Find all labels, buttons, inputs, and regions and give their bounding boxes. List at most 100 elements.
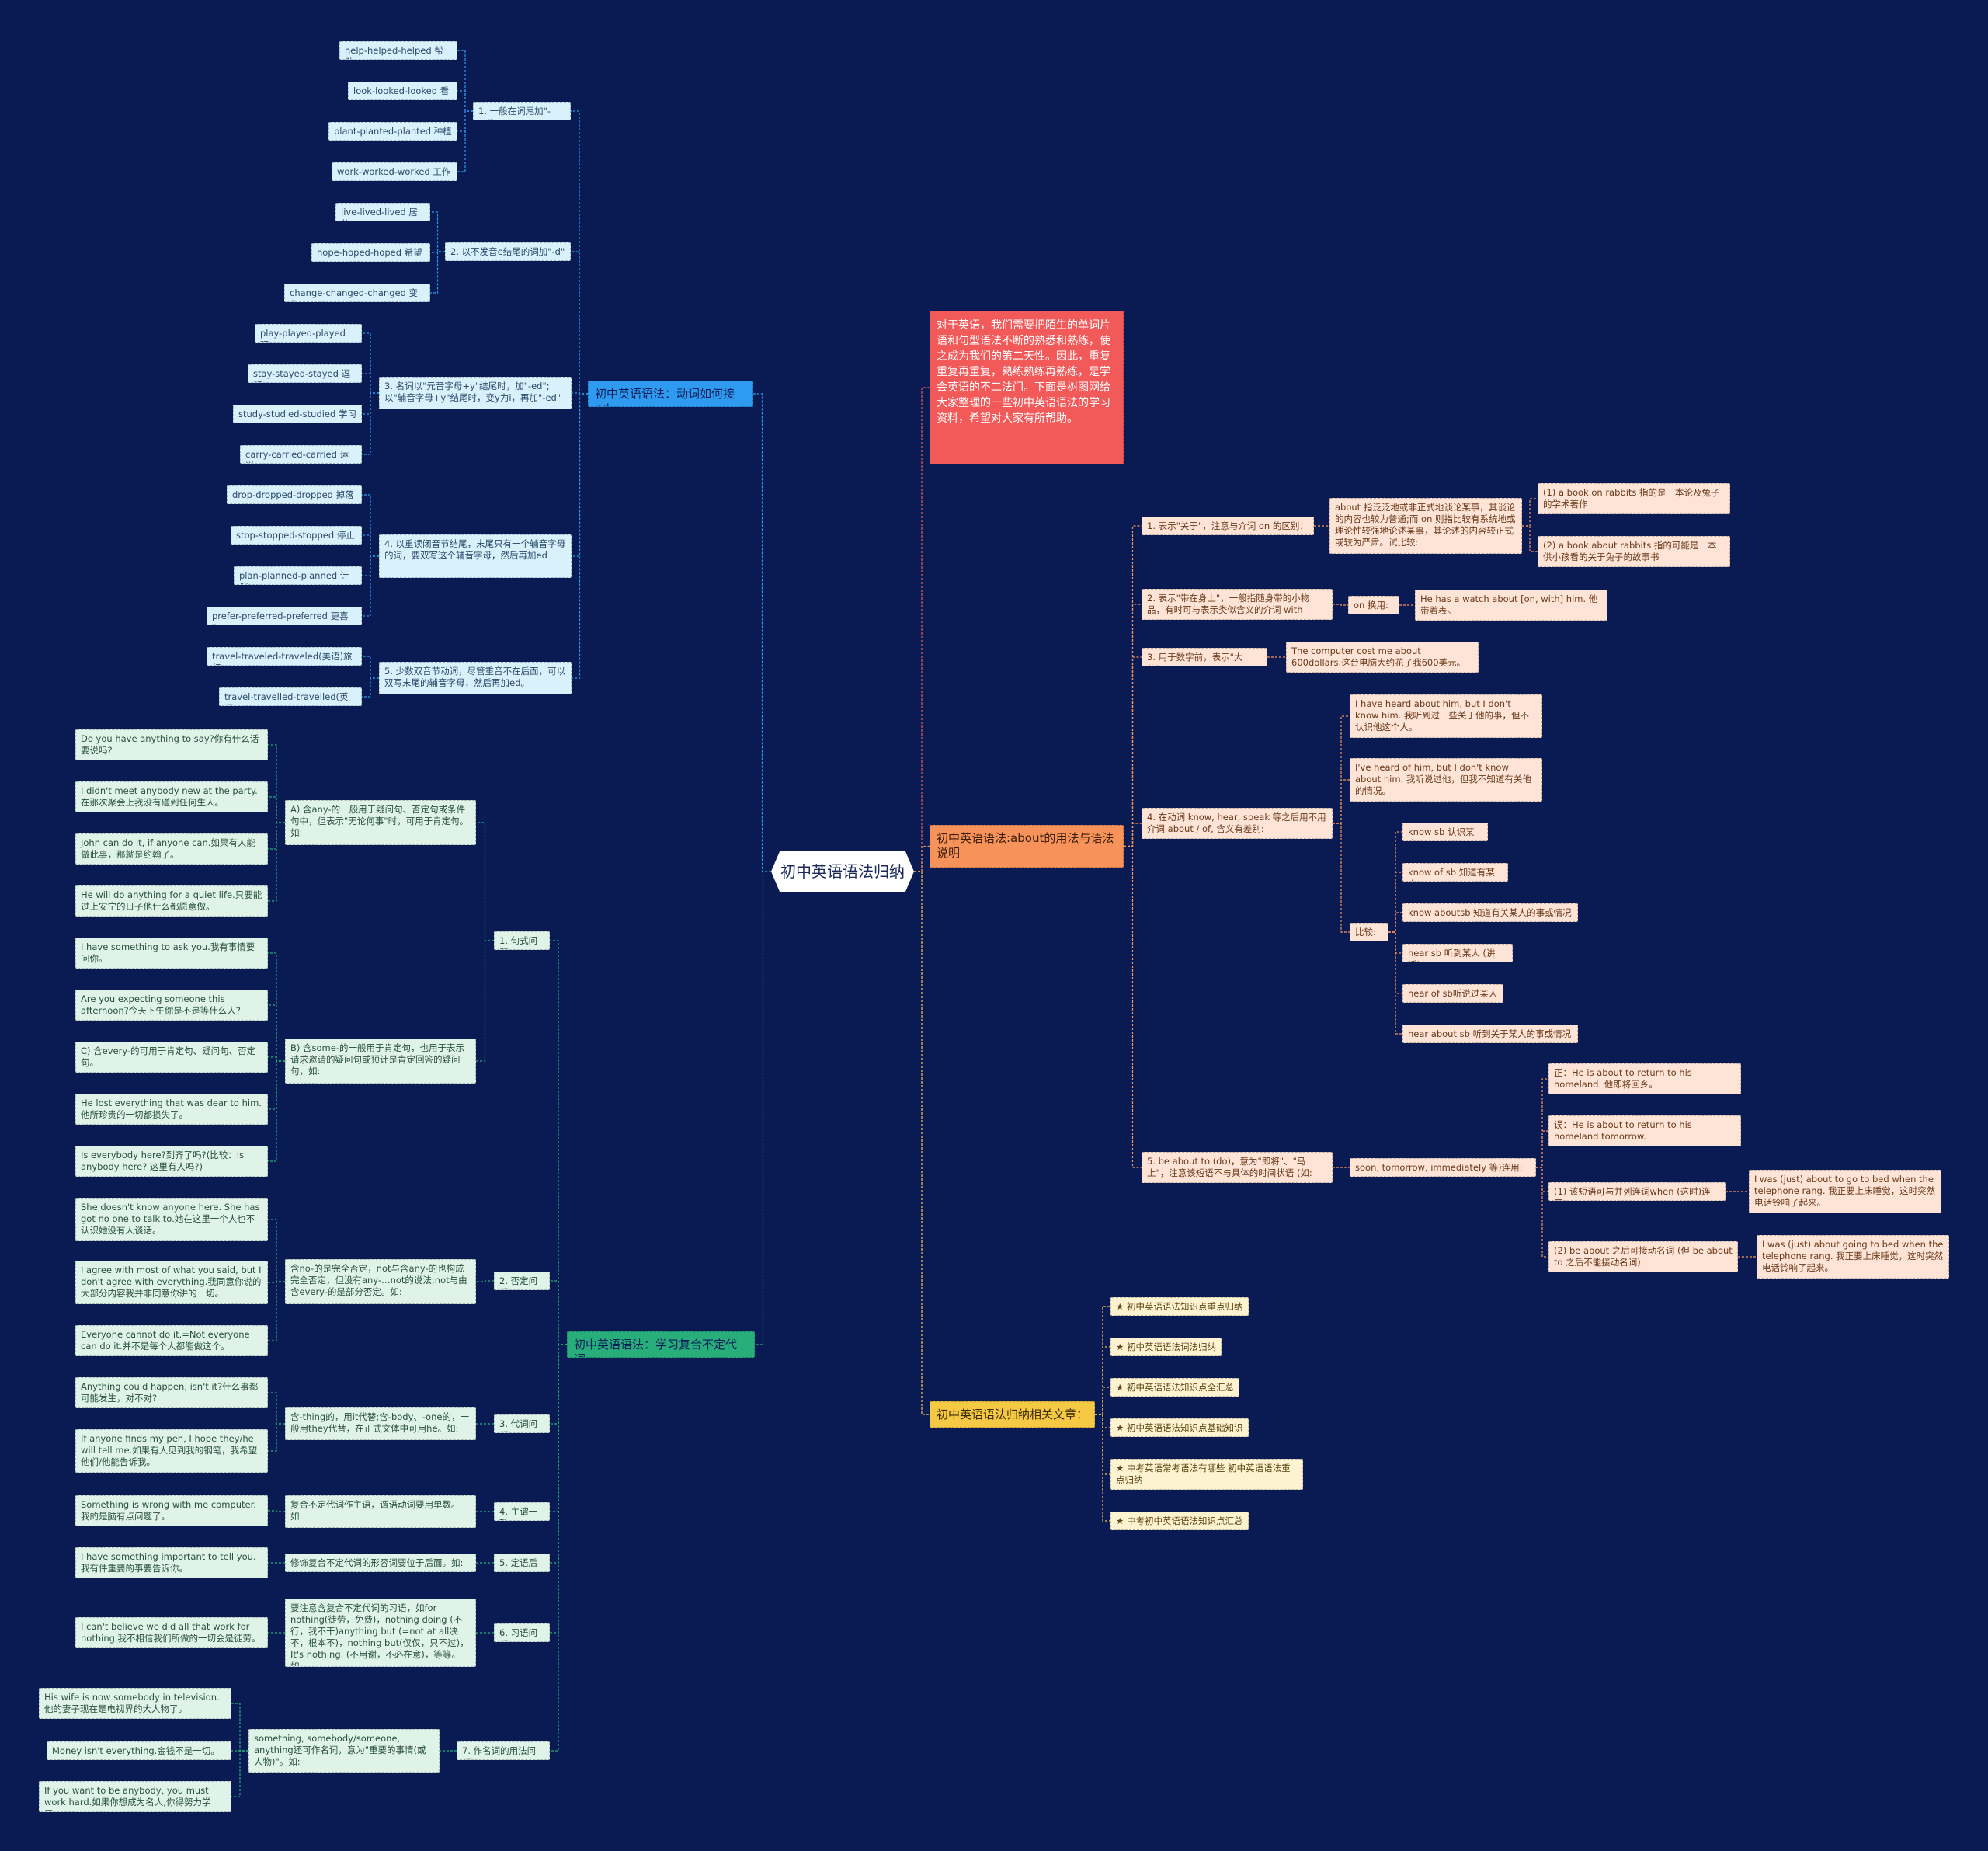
about-detail[interactable]: 比较:	[1350, 923, 1388, 941]
pron-example[interactable]: Is everybody here?到齐了吗?(比较：Is anybody he…	[75, 1146, 268, 1177]
ed-example[interactable]: live-lived-lived 居住	[335, 203, 430, 221]
related-link[interactable]: ★ 初中英语语法知识点全汇总	[1110, 1378, 1239, 1397]
pron-topic[interactable]: 1. 句式问题	[494, 931, 550, 950]
pron-example[interactable]: C) 含every-的可用于肯定句、疑问句、否定句。	[75, 1042, 268, 1073]
ed-example[interactable]: prefer-preferred-preferred 更喜欢	[207, 607, 362, 625]
about-detail[interactable]: hear about sb 听到关于某人的事或情况	[1402, 1025, 1578, 1043]
related-link[interactable]: ★ 中考英语常考语法有哪些 初中英语语法重点归纳	[1110, 1459, 1303, 1490]
about-point[interactable]: 5. be about to (do)，意为"即将"、"马上"，注意该短语不与具…	[1142, 1152, 1333, 1183]
ed-example[interactable]: work-worked-worked 工作	[332, 162, 457, 181]
connector	[1388, 931, 1402, 994]
pron-example[interactable]: He lost everything that was dear to him.…	[75, 1094, 268, 1125]
ed-rule[interactable]: 5. 少数双音节动词，尽管重音不在后面，可以双写末尾的辅音字母，然后再加ed。	[379, 662, 572, 694]
about-detail[interactable]: hear of sb听说过某人	[1402, 984, 1503, 1003]
pron-topic[interactable]: 2. 否定问题	[494, 1272, 550, 1290]
about-detail[interactable]: I have heard about him, but I don't know…	[1350, 694, 1542, 738]
pron-example[interactable]: Money isn't everything.金钱不是一切。	[47, 1741, 231, 1760]
ed-rule[interactable]: 1. 一般在词尾加"-ed"	[473, 102, 571, 120]
about-detail[interactable]: (1) a book on rabbits 指的是一本论及兔子的学术著作	[1538, 483, 1730, 514]
about-detail[interactable]: know sb 认识某人	[1402, 823, 1488, 841]
pron-topic[interactable]: 7. 作名词的用法问题	[457, 1741, 550, 1760]
pron-example[interactable]: She doesn't know anyone here. She has go…	[75, 1198, 268, 1241]
pron-topic[interactable]: 3. 代词问题	[494, 1414, 550, 1433]
branch-ed[interactable]: 初中英语语法：动词如何接ed	[588, 381, 753, 407]
pron-example[interactable]: Are you expecting someone this afternoon…	[75, 990, 268, 1021]
about-point[interactable]: 3. 用于数字前，表示"大约"：	[1142, 648, 1267, 666]
about-detail[interactable]: about 指泛泛地或非正式地谈论某事，其谈论的内容也较为普通;而 on 则指比…	[1329, 498, 1522, 554]
about-detail[interactable]: He has a watch about [on, with] him. 他带着…	[1415, 590, 1607, 621]
about-point[interactable]: 2. 表示"带在身上"，一般指随身带的小物品，有时可与表示类似含义的介词 wit…	[1142, 589, 1333, 620]
pron-example[interactable]: I didn't meet anybody new at the party.在…	[75, 781, 268, 812]
pron-topic[interactable]: 4. 主谓一致	[494, 1502, 550, 1521]
about-point[interactable]: 4. 在动词 know, hear, speak 等之后用不用介词 about …	[1142, 808, 1333, 839]
pron-example[interactable]: If you want to be anybody, you must work…	[39, 1781, 231, 1812]
ed-example[interactable]: help-helped-helped 帮助	[339, 41, 457, 60]
related-link[interactable]: ★ 初中英语语法知识点重点归纳	[1110, 1297, 1249, 1316]
about-detail[interactable]: (2) a book about rabbits 指的可能是一本供小孩看的关于兔…	[1538, 536, 1730, 567]
ed-rule[interactable]: 2. 以不发音e结尾的词加"-d"	[445, 242, 571, 261]
pron-rule[interactable]: 复合不定代词作主语，谓语动词要用单数。如:	[285, 1495, 476, 1528]
about-detail[interactable]: hear sb 听到某人 (讲话)	[1402, 944, 1513, 962]
ed-example[interactable]: plant-planted-planted 种植	[328, 122, 457, 141]
pron-rule[interactable]: A) 含any-的一般用于疑问句、否定句或条件句中，但表示"无论何事"时，可用于…	[285, 800, 476, 845]
related-link[interactable]: ★ 初中英语语法词法归纳	[1110, 1338, 1222, 1356]
ed-example[interactable]: travel-traveled-traveled(美语)旅行	[207, 647, 362, 666]
ed-example[interactable]: look-looked-looked 看	[348, 82, 457, 100]
about-detail[interactable]: know aboutsb 知道有关某人的事或情况	[1402, 903, 1578, 922]
pron-example[interactable]: Something is wrong with me computer.我的是脑…	[75, 1495, 268, 1526]
ed-example[interactable]: travel-travelled-travelled(英语)	[219, 687, 362, 706]
about-detail[interactable]: (1) 该短语可与并列连词when (这时)连用:	[1548, 1182, 1726, 1201]
pron-rule[interactable]: 含no-的是完全否定，not与含any-的也构成完全否定，但没有any-…not…	[285, 1259, 476, 1304]
branch-pron[interactable]: 初中英语语法：学习复合不定代词	[567, 1331, 755, 1358]
pron-example[interactable]: John can do it, if anyone can.如果有人能做此事，那…	[75, 833, 268, 865]
about-detail[interactable]: on 换用:	[1348, 596, 1399, 614]
ed-example[interactable]: hope-hoped-hoped 希望	[311, 243, 430, 262]
related-link[interactable]: ★ 中考初中英语语法知识点汇总	[1110, 1512, 1249, 1530]
pron-example[interactable]: Do you have anything to say?你有什么话要说吗?	[75, 729, 268, 760]
pron-rule[interactable]: 含-thing的，用it代替;含-body、-one的，一般用they代替，在正…	[285, 1407, 476, 1440]
about-detail[interactable]: (2) be about 之后可接动名词 (但 be about to 之后不能…	[1548, 1241, 1738, 1272]
branch-about[interactable]: 初中英语语法:about的用法与语法说明	[930, 825, 1124, 868]
pron-example[interactable]: He will do anything for a quiet life.只要能…	[75, 885, 268, 917]
ed-example[interactable]: drop-dropped-dropped 掉落	[227, 485, 362, 504]
pron-example[interactable]: I have something important to tell you.我…	[75, 1547, 268, 1578]
ed-rule[interactable]: 3. 名词以"元音字母+y"结尾时，加"-ed";以"辅音字母+y"结尾时，变y…	[379, 377, 572, 409]
pron-example[interactable]: Everyone cannot do it.=Not everyone can …	[75, 1325, 268, 1356]
about-detail[interactable]: know of sb 知道有某人	[1402, 863, 1508, 882]
about-detail[interactable]: The computer cost me about 600dollars.这台…	[1286, 642, 1479, 673]
ed-example[interactable]: play-played-played 玩	[255, 324, 362, 343]
connector	[231, 1703, 248, 1752]
related-link[interactable]: ★ 初中英语语法知识点基础知识	[1110, 1418, 1249, 1437]
pron-example[interactable]: I have something to ask you.我有事情要问你。	[75, 938, 268, 969]
pron-rule[interactable]: B) 含some-的一般用于肯定句，也用于表示请求邀请的疑问句或预计是肯定回答的…	[285, 1039, 476, 1084]
pron-example[interactable]: Anything could happen, isn't it?什么事都可能发生…	[75, 1377, 268, 1408]
root-topic[interactable]: 初中英语语法归纳	[771, 851, 914, 892]
pron-example[interactable]: His wife is now somebody in television.他…	[39, 1688, 231, 1719]
about-point[interactable]: 1. 表示"关于"，注意与介词 on 的区别：	[1142, 517, 1314, 535]
connector	[753, 393, 771, 872]
ed-example[interactable]: carry-carried-carried 运送	[240, 445, 362, 464]
ed-example[interactable]: stay-stayed-stayed 逗留	[248, 364, 362, 383]
pron-topic[interactable]: 5. 定语后置	[494, 1554, 550, 1572]
pron-rule[interactable]: something, somebody/someone, anything还可作…	[248, 1729, 440, 1773]
branch-related[interactable]: 初中英语语法归纳相关文章：	[930, 1401, 1095, 1428]
about-detail[interactable]: 误：He is about to return to his homeland …	[1548, 1115, 1741, 1146]
pron-topic[interactable]: 6. 习语问题	[494, 1623, 550, 1642]
pron-example[interactable]: I can't believe we did all that work for…	[75, 1617, 268, 1648]
ed-rule[interactable]: 4. 以重读闭音节结尾，末尾只有一个辅音字母的词，要双写这个辅音字母，然后再加e…	[379, 534, 572, 578]
pron-example[interactable]: I agree with most of what you said, but …	[75, 1261, 268, 1304]
ed-example[interactable]: study-studied-studied 学习	[233, 405, 362, 423]
ed-example[interactable]: stop-stopped-stopped 停止	[231, 526, 362, 545]
connector	[362, 555, 379, 617]
about-detail[interactable]: 正：He is about to return to his homeland.…	[1548, 1063, 1741, 1094]
branch-intro[interactable]: 对于英语，我们需要把陌生的单词片语和句型语法不断的熟悉和熟练，使之成为我们的第二…	[930, 311, 1124, 464]
ed-example[interactable]: plan-planned-planned 计划	[234, 566, 362, 585]
about-detail[interactable]: I was (just) about going to bed when the…	[1757, 1235, 1949, 1279]
about-detail[interactable]: soon, tomorrow, immediately 等)连用:	[1350, 1158, 1536, 1177]
about-detail[interactable]: I've heard of him, but I don't know abou…	[1350, 758, 1542, 802]
pron-rule[interactable]: 要注意含复合不定代词的习语，如for nothing(徒劳，免费)，nothin…	[285, 1599, 476, 1667]
pron-rule[interactable]: 修饰复合不定代词的形容词要位于后面。如:	[285, 1554, 476, 1572]
pron-example[interactable]: If anyone finds my pen, I hope they/he w…	[75, 1429, 268, 1473]
ed-example[interactable]: change-changed-changed 变化	[284, 284, 430, 302]
about-detail[interactable]: I was (just) about to go to bed when the…	[1749, 1170, 1941, 1213]
